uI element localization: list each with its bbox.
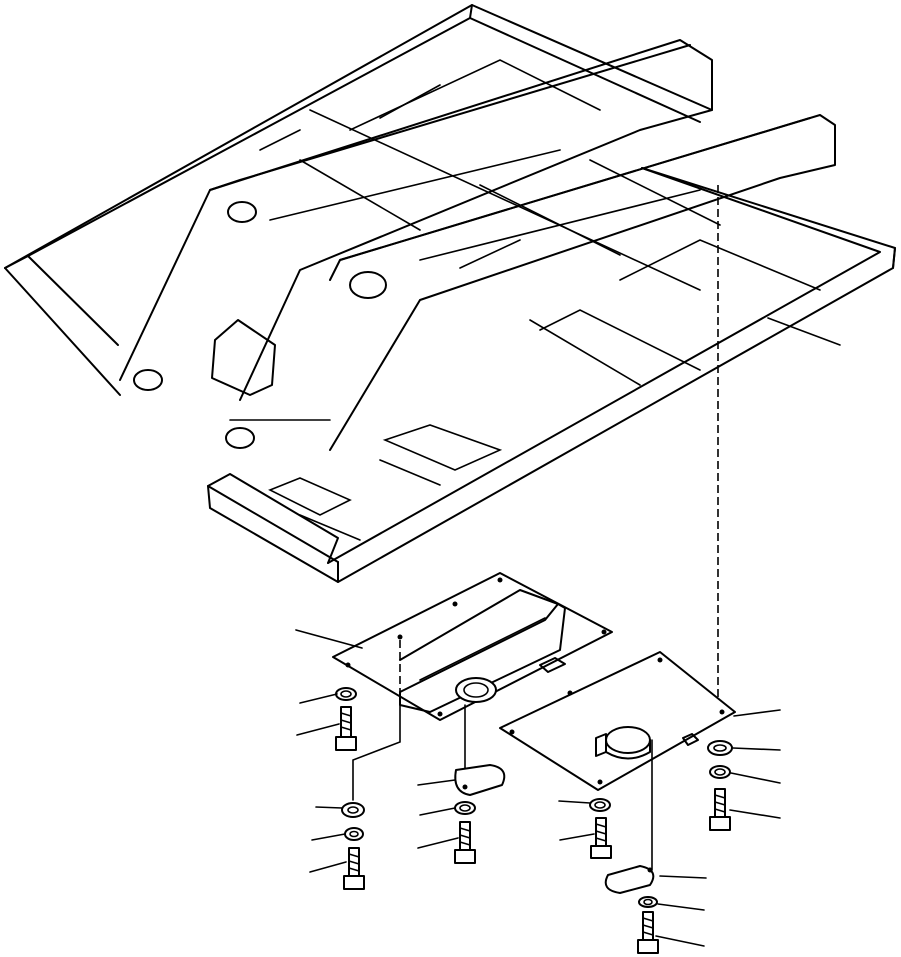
front-cover-plate (332, 572, 613, 721)
small-round-cover-2 (604, 865, 655, 894)
washer-group (335, 687, 733, 908)
bolt-2 (343, 847, 365, 890)
bolt-group (335, 706, 731, 954)
bolt-5 (709, 788, 731, 831)
bolt-3 (454, 821, 476, 864)
bolt-4 (590, 817, 612, 859)
main-frame (4, 4, 896, 583)
bolt-1 (335, 706, 357, 751)
small-round-cover-1 (454, 764, 506, 796)
bolt-6 (637, 911, 659, 954)
callout-leaders (295, 239, 841, 947)
rear-cover-plate (499, 651, 736, 791)
drop-line-left (352, 704, 401, 801)
